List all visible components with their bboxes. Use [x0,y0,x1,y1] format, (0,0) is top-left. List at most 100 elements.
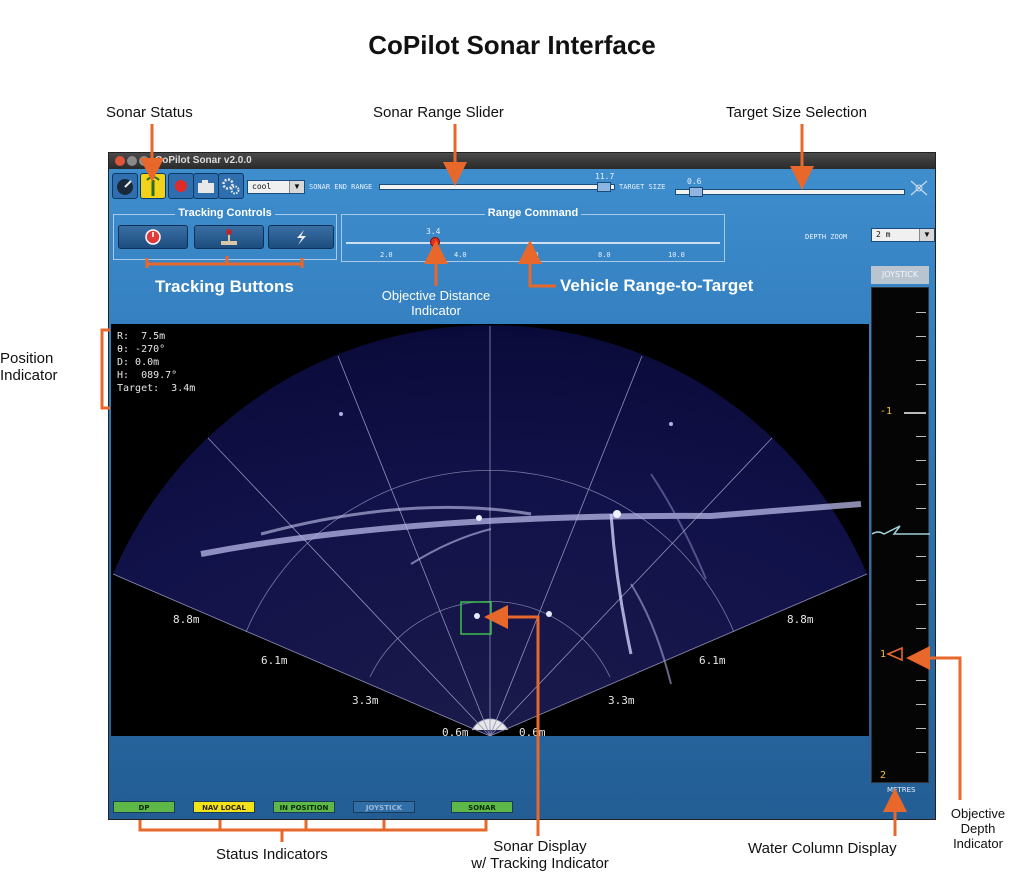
sonar-status-button[interactable] [140,173,166,199]
bracket-status-indicators [138,820,488,842]
range-label-left: 3.3m [352,694,379,707]
range-tick-label: 8.0 [598,251,611,259]
depth-tick [916,752,926,753]
maximize-window-icon[interactable] [139,156,149,166]
position-r: R: 7.5m [117,331,166,342]
status-indicators-annotation: Status Indicators [216,846,328,863]
record-button[interactable] [168,173,194,199]
tracking-target-button[interactable] [268,225,334,249]
objective-depth-marker[interactable] [886,646,906,662]
depth-zoom-select[interactable]: 2 m ▼ [871,228,935,242]
position-indicator-annotation: Position Indicator [0,350,58,384]
position-d: D: 0.0m [117,357,160,368]
target-size-slider[interactable] [675,189,905,195]
depth-tick [916,336,926,337]
objective-distance-marker[interactable] [430,237,440,247]
depth-tick [916,384,926,385]
sonar-return-streak [410,528,492,565]
range-command-value: 3.4 [426,227,441,236]
range-command-title: Range Command [484,207,582,219]
depth-tick [916,436,926,437]
sonar-hotspot [476,515,482,521]
target-size-thumb[interactable] [689,187,703,197]
position-h: H: 089.7° [117,370,178,381]
minimize-window-icon[interactable] [127,156,137,166]
joystick-icon [221,229,237,245]
position-indicator: R: 7.5m θ: -270° D: 0.0m H: 089.7° Targe… [117,330,195,395]
sonar-hotspot [339,412,343,416]
depth-label: 1 [880,649,887,660]
joystick-tab[interactable]: JOYSTICK [871,266,929,284]
sonar-range-slider-annotation: Sonar Range Slider [373,104,504,121]
status-dp: DP [113,801,175,813]
chevron-down-icon[interactable]: ▼ [289,181,304,193]
depth-tick [916,360,926,361]
toolbar: cool ▼ SONAR END RANGE 11.7 TARGET SIZE … [109,169,935,205]
position-target: Target: 3.4m [117,383,196,394]
page-title: CoPilot Sonar Interface [368,30,656,60]
sonar-antenna-icon [146,176,160,196]
sonar-return-streak [650,473,707,580]
lightning-icon [297,230,306,245]
settings-button[interactable] [218,173,244,199]
objective-distance-annotation: Objective Distance Indicator [381,288,491,318]
camera-button[interactable] [193,173,219,199]
status-nav-local: NAV LOCAL [193,801,255,813]
colormap-select[interactable]: cool ▼ [247,180,305,194]
range-tick-label: 6.0 [526,251,539,259]
water-column-units: METRES [887,786,916,794]
camera-icon [198,180,214,193]
water-column-display-annotation: Water Column Display [748,840,897,857]
tracking-power-button[interactable] [118,225,188,249]
status-joystick: JOYSTICK [353,801,415,813]
position-theta: θ: -270° [117,344,166,355]
bearing-line [337,355,491,736]
power-icon [145,229,161,245]
range-label-left: 6.1m [261,654,288,667]
depth-tick [916,556,926,557]
depth-label: 2 [880,770,887,781]
range-tick-label: 4.0 [454,251,467,259]
chevron-down-icon[interactable]: ▼ [919,229,934,241]
copilot-sonar-window: CoPilot Sonar v2.0.0 cool ▼ SONAR END RA… [108,152,936,820]
depth-tick [916,460,926,461]
sonar-display[interactable]: R: 7.5m θ: -270° D: 0.0m H: 089.7° Targe… [111,324,869,736]
sonar-connect-button[interactable] [112,173,138,199]
sonar-fan-svg [112,325,868,736]
depth-zoom-label: DEPTH ZOOM [805,233,848,241]
range-command-panel: Range Command 3.4 2.0 4.0 6.0 8.0 10.0 [341,207,725,262]
range-command-slider[interactable] [346,242,720,244]
depth-label: -1 [880,406,893,417]
depth-tick [916,680,926,681]
colormap-select-value: cool [252,182,272,191]
depth-tick [916,580,926,581]
sonar-hotspot [546,611,552,617]
depth-tick [916,728,926,729]
window-titlebar: CoPilot Sonar v2.0.0 [109,153,935,169]
sonar-return-streak [609,513,633,655]
sonar-end-range-thumb[interactable] [597,182,611,192]
sonar-end-range-label: SONAR END RANGE [309,183,373,191]
target-size-value: 0.6 [687,177,702,186]
depth-tick [916,312,926,313]
vehicle-depth-marker [872,525,930,535]
close-window-icon[interactable] [115,156,125,166]
range-tick-label: 10.0 [668,251,685,259]
bearing-line [112,573,491,736]
tracking-joystick-button[interactable] [194,225,264,249]
water-column-display: -1 1 2 METRES [871,287,931,805]
range-label-right: 3.3m [608,694,635,707]
bearing-line [489,573,868,736]
sonar-end-range-slider[interactable] [379,184,615,190]
depth-zoom-value: 2 m [876,230,891,239]
range-label-left: 8.8m [173,613,200,626]
depth-tick [916,704,926,705]
sonar-end-range-value: 11.7 [595,172,615,181]
target-crosshair-icon[interactable] [907,177,931,199]
bearing-line [207,437,491,736]
status-in-position: IN POSITION [273,801,335,813]
sonar-status-annotation: Sonar Status [106,104,193,121]
sonar-return-streak [200,501,862,557]
target-size-selection-annotation: Target Size Selection [726,104,867,121]
sonar-display-annotation: Sonar Display w/ Tracking Indicator [471,838,609,872]
